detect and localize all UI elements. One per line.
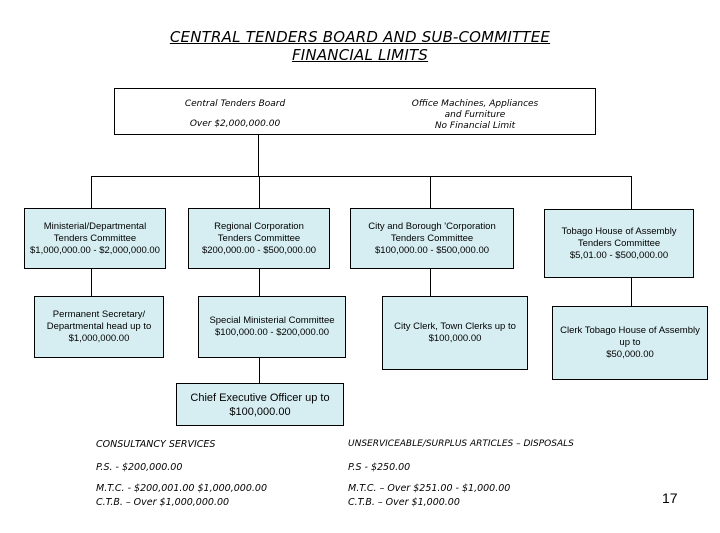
city-clerk-line-2: $100,000.00 [428,333,482,344]
ministerial-line-2: Tenders Committee [53,232,137,244]
ministerial-line-3: $1,000,000.00 - $2,000,000.00 [30,244,160,256]
ministerial-line-1: Ministerial/Departmental [43,220,147,232]
connector-drop-1 [91,176,92,208]
clerk-tobago-house-box: Clerk Tobago House of Assembly up to $50… [552,306,708,380]
office-machines-line-2: and Furniture [444,110,506,120]
connector-horizontal-bar [91,176,631,177]
permanent-secretary-line-2: Departmental head up to [46,321,152,332]
special-ministerial-committee-box: Special Ministerial Committee $100,000.0… [198,296,346,358]
page-title-line-1: CENTRAL TENDERS BOARD AND SUB-COMMITTEE [169,28,551,46]
regional-line-2: Tenders Committee [217,232,301,244]
permanent-secretary-line-3: $1,000,000.00 [68,333,130,344]
special-ministerial-line-1: Special Ministerial Committee [209,315,335,326]
office-machines-line-1: Office Machines, Appliances [411,99,539,109]
connector-drop-3 [430,176,431,208]
page-title-line-2: FINANCIAL LIMITS [291,46,429,64]
tobago-tenders-line-2: Tenders Committee [577,237,661,249]
clerk-tobago-line-3: $50,000.00 [606,349,654,360]
regional-line-3: $200,000.00 - $500,000.00 [201,244,317,256]
tobago-tenders-line-1: Tobago House of Assembly [561,225,677,237]
connector-drop-4 [631,176,632,209]
consultancy-ps-limit: P.S. - $200,000.00 [96,462,183,473]
connector-drop-2 [259,176,260,208]
ceo-line-2: $100,000.00 [229,405,291,418]
ceo-line-1: Chief Executive Officer up to [190,391,330,404]
page-number: 17 [662,490,678,506]
connector-l1-l2-1 [91,269,92,296]
city-borough-line-1: City and Borough 'Corporation [368,220,496,232]
tobago-house-tenders-box: Tobago House of Assembly Tenders Committ… [544,209,694,278]
city-borough-line-3: $100,000.00 - $500,000.00 [374,244,490,256]
consultancy-ctb-limit: C.T.B. – Over $1,000,000.00 [96,497,230,508]
tobago-tenders-line-3: $5,01.00 - $500,000.00 [569,249,669,261]
consultancy-mtc-limit: M.T.C. - $200,001.00 $1,000,000.00 [96,483,267,494]
connector-l1-l2-4 [631,278,632,306]
central-tenders-board-title: Central Tenders Board [184,99,286,109]
connector-l1-l2-3 [430,269,431,296]
connector-top-stem [258,135,259,176]
office-machines-line-3: No Financial Limit [434,121,516,131]
consultancy-services-heading: CONSULTANCY SERVICES [96,439,216,450]
city-borough-line-2: Tenders Committee [390,232,474,244]
central-tenders-board-box: Central Tenders Board Over $2,000,000.00… [114,88,596,135]
unserviceable-ps-limit: P.S - $250.00 [348,462,411,473]
special-ministerial-line-2: $100,000.00 - $200,000.00 [214,327,330,338]
regional-line-1: Regional Corporation [214,220,304,232]
permanent-secretary-line-1: Permanent Secretary/ [52,309,146,320]
city-borough-corporation-box: City and Borough 'Corporation Tenders Co… [350,208,514,269]
unserviceable-articles-heading: UNSERVICEABLE/SURPLUS ARTICLES – DISPOSA… [348,439,574,449]
unserviceable-ctb-limit: C.T.B. – Over $1,000.00 [348,497,460,508]
connector-l1-l2-2 [259,269,260,296]
clerk-tobago-line-1: Clerk Tobago House of Assembly [560,325,700,336]
central-tenders-board-limit: Over $2,000,000.00 [189,119,281,129]
city-clerk-line-1: City Clerk, Town Clerks up to [394,321,516,332]
permanent-secretary-box: Permanent Secretary/ Departmental head u… [34,296,164,358]
regional-corporation-box: Regional Corporation Tenders Committee $… [188,208,330,269]
unserviceable-mtc-limit: M.T.C. – Over $251.00 - $1,000.00 [348,483,511,494]
connector-l2-ceo [259,358,260,383]
chief-executive-officer-box: Chief Executive Officer up to $100,000.0… [176,383,344,426]
city-clerk-box: City Clerk, Town Clerks up to $100,000.0… [382,296,528,370]
clerk-tobago-line-2: up to [619,337,641,348]
ministerial-tenders-committee-box: Ministerial/Departmental Tenders Committ… [24,208,166,269]
